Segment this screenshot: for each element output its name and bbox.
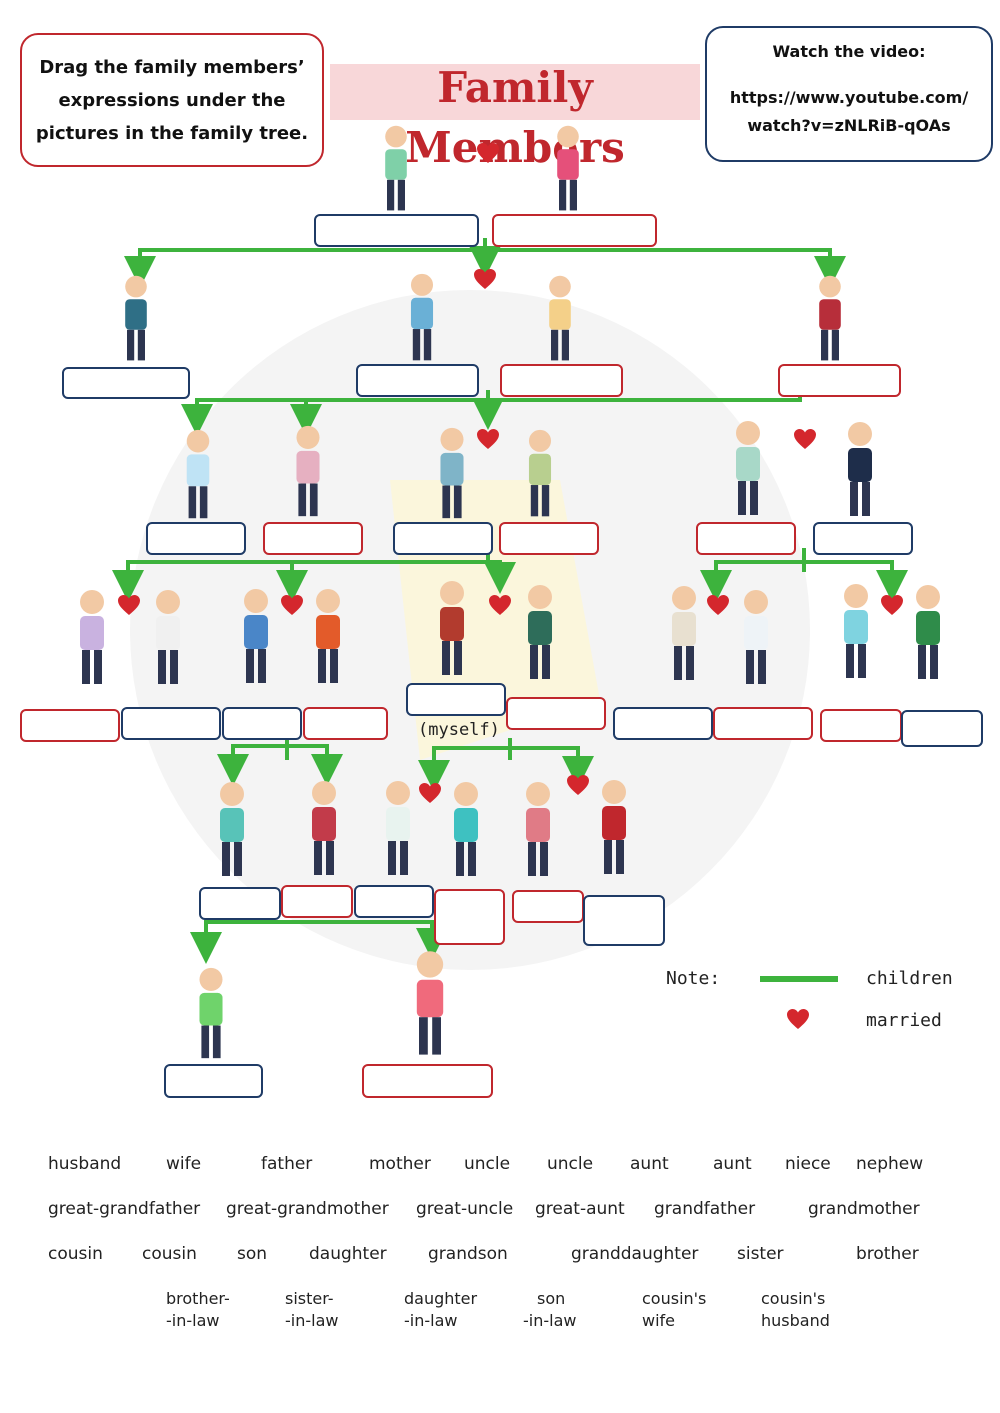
word-chip[interactable]: aunt xyxy=(630,1154,669,1174)
drop-box-gen3-3[interactable] xyxy=(393,522,493,555)
word-chip-line: cousin's xyxy=(761,1289,826,1308)
drop-box-gen6-2[interactable] xyxy=(362,1064,493,1098)
drop-box-gen3-1[interactable] xyxy=(146,522,246,555)
drop-box-gen4-9[interactable] xyxy=(820,709,902,742)
word-chip[interactable]: cousin's wife xyxy=(642,1288,706,1332)
drop-box-gen5-3[interactable] xyxy=(354,885,434,918)
children-lines xyxy=(112,238,908,964)
drop-box-gen5-1[interactable] xyxy=(199,887,281,920)
word-chip[interactable]: son xyxy=(237,1244,268,1264)
drop-box-gen4-6[interactable] xyxy=(506,697,606,730)
word-chip[interactable]: aunt xyxy=(713,1154,752,1174)
drop-box-gen5-2[interactable] xyxy=(281,885,353,918)
video-box: Watch the video: https://www.youtube.com… xyxy=(705,26,993,162)
word-chip-line: -in-law xyxy=(166,1311,220,1330)
word-chip-line: -in-law xyxy=(404,1311,458,1330)
drop-box-gen3-4[interactable] xyxy=(499,522,599,555)
drop-box-gen4-4[interactable] xyxy=(303,707,388,740)
drop-box-gen2-4[interactable] xyxy=(778,364,901,397)
word-chip[interactable]: great-grandmother xyxy=(226,1199,389,1219)
word-chip[interactable]: great-aunt xyxy=(535,1199,625,1219)
drop-box-gen3-6[interactable] xyxy=(813,522,913,555)
word-chip[interactable]: cousin xyxy=(48,1244,103,1264)
word-chip-line: husband xyxy=(761,1311,830,1330)
word-chip[interactable]: uncle xyxy=(547,1154,594,1174)
myself-label: (myself) xyxy=(418,720,500,740)
word-chip-line: -in-law xyxy=(523,1311,577,1330)
word-chip[interactable]: brother xyxy=(856,1244,919,1264)
word-chip[interactable]: grandfather xyxy=(654,1199,756,1219)
word-chip[interactable]: father xyxy=(261,1154,313,1174)
title-band xyxy=(330,64,700,120)
drop-box-myself[interactable] xyxy=(406,683,506,716)
legend-children-label: children xyxy=(866,968,953,989)
drop-box-gen2-1[interactable] xyxy=(62,367,190,399)
word-chip-line: daughter xyxy=(404,1289,478,1308)
word-chip-line: cousin's xyxy=(642,1289,707,1308)
video-label: Watch the video: xyxy=(772,42,926,61)
word-chip[interactable]: wife xyxy=(166,1154,202,1174)
drop-box-gen2-2[interactable] xyxy=(356,364,479,397)
instructions-box: Drag the family members’ expressions und… xyxy=(20,33,324,167)
drop-box-gen5-5[interactable] xyxy=(512,890,584,923)
word-chip[interactable]: nephew xyxy=(856,1154,924,1174)
word-chip[interactable]: sister- -in-law xyxy=(285,1288,338,1332)
drop-box-gen4-7[interactable] xyxy=(613,707,713,740)
word-chip[interactable]: cousin xyxy=(142,1244,197,1264)
word-chip-line: son xyxy=(537,1289,566,1308)
word-chip[interactable]: uncle xyxy=(464,1154,511,1174)
drop-box-gen4-2[interactable] xyxy=(121,707,221,740)
drop-box-gen4-8[interactable] xyxy=(713,707,813,740)
legend-married-label: married xyxy=(866,1010,942,1031)
drop-box-gen2-3[interactable] xyxy=(500,364,623,397)
word-chip[interactable]: great-uncle xyxy=(416,1199,514,1219)
word-chip[interactable]: brother- -in-law xyxy=(166,1288,230,1332)
page-title: Family Members xyxy=(405,63,625,172)
video-link[interactable]: https://www.youtube.com/ watch?v=zNLRiB-… xyxy=(729,88,969,135)
word-chip[interactable]: daughter xyxy=(309,1244,387,1264)
drop-box-gen4-10[interactable] xyxy=(901,710,983,747)
word-chip[interactable]: niece xyxy=(785,1154,831,1174)
word-chip-line: -in-law xyxy=(285,1311,339,1330)
drop-box-gen3-5[interactable] xyxy=(696,522,796,555)
word-chip-line: sister- xyxy=(285,1289,334,1308)
word-chip[interactable]: sister xyxy=(737,1244,784,1264)
drop-box-gen5-6[interactable] xyxy=(583,895,665,946)
drop-box-gen4-1[interactable] xyxy=(20,709,120,742)
word-chip[interactable]: great-grandfather xyxy=(48,1199,201,1219)
drop-box-gen4-3[interactable] xyxy=(222,707,302,740)
drop-box-gen3-2[interactable] xyxy=(263,522,363,555)
word-chip[interactable]: mother xyxy=(369,1154,431,1174)
drop-box-great-grandfather[interactable] xyxy=(314,214,479,247)
drop-box-great-grandmother[interactable] xyxy=(492,214,657,247)
word-chip[interactable]: grandson xyxy=(428,1244,508,1264)
word-chip[interactable]: granddaughter xyxy=(571,1244,699,1264)
drop-box-gen6-1[interactable] xyxy=(164,1064,263,1098)
word-chip[interactable]: son -in-law xyxy=(523,1288,576,1332)
word-chip[interactable]: daughter -in-law xyxy=(404,1288,477,1332)
legend-heading: Note: xyxy=(666,968,721,989)
word-chip[interactable]: husband xyxy=(48,1154,122,1174)
instructions-text: Drag the family members’ expressions und… xyxy=(35,56,309,144)
drop-box-gen5-4[interactable] xyxy=(434,889,505,945)
word-chip[interactable]: grandmother xyxy=(808,1199,920,1219)
word-chip[interactable]: cousin's husband xyxy=(761,1288,830,1332)
word-chip-line: brother- xyxy=(166,1289,230,1308)
word-chip-line: wife xyxy=(642,1311,676,1330)
